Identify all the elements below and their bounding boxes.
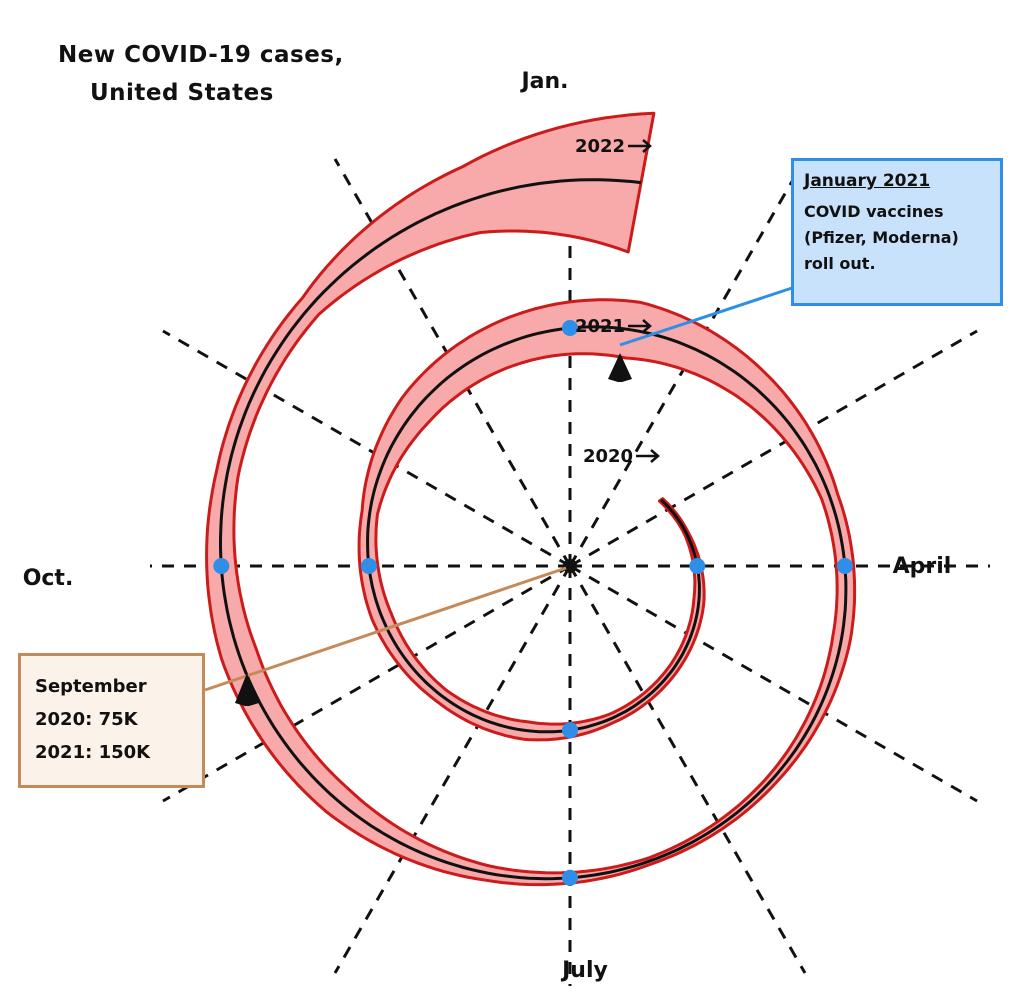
year-label: 2022 — [575, 136, 625, 157]
spiral-centerline — [219, 178, 848, 881]
month-spoke — [569, 564, 978, 803]
annotation-pointers — [204, 286, 793, 706]
month-label: Jan. — [519, 69, 568, 94]
year-label: 2021 — [575, 316, 625, 337]
month-label: July — [560, 958, 608, 983]
annotation-line: roll out. — [804, 254, 876, 273]
month-dot — [836, 558, 853, 574]
centerline — [219, 178, 848, 881]
month-dot — [360, 558, 377, 574]
annotation-line: (Pfizer, Moderna) — [804, 228, 959, 247]
chart-title-line1: New COVID-19 cases, — [58, 42, 344, 68]
year-arrow — [628, 139, 652, 153]
september-annotation: September 2020: 75K 2021: 150K — [18, 653, 205, 788]
chart-title-line2: United States — [90, 80, 274, 106]
jan-arrow-marker — [608, 353, 632, 382]
month-label: Oct. — [23, 566, 74, 591]
annotation-line: 2020: 75K — [35, 709, 138, 730]
sep-pointer — [204, 566, 567, 692]
annotation-line: COVID vaccines — [804, 202, 944, 221]
month-label: April — [893, 554, 952, 579]
month-dot — [562, 320, 578, 336]
month-dot — [213, 558, 230, 574]
year-arrow — [628, 319, 652, 333]
annotation-line: 2021: 150K — [35, 742, 151, 763]
month-dots — [213, 320, 853, 886]
annotation-heading: January 2021 — [804, 171, 931, 191]
month-dot — [689, 558, 706, 574]
sep-arrow-marker — [235, 673, 259, 706]
center-dot — [563, 559, 577, 573]
month-dot — [562, 869, 578, 886]
year-arrow — [636, 449, 660, 463]
jan-pointer — [619, 286, 793, 347]
january-2021-annotation: January 2021 COVID vaccines (Pfizer, Mod… — [791, 158, 1003, 306]
annotation-line: September — [35, 676, 147, 697]
year-label: 2020 — [583, 446, 633, 467]
month-dot — [562, 722, 578, 739]
month-spoke — [333, 565, 572, 974]
